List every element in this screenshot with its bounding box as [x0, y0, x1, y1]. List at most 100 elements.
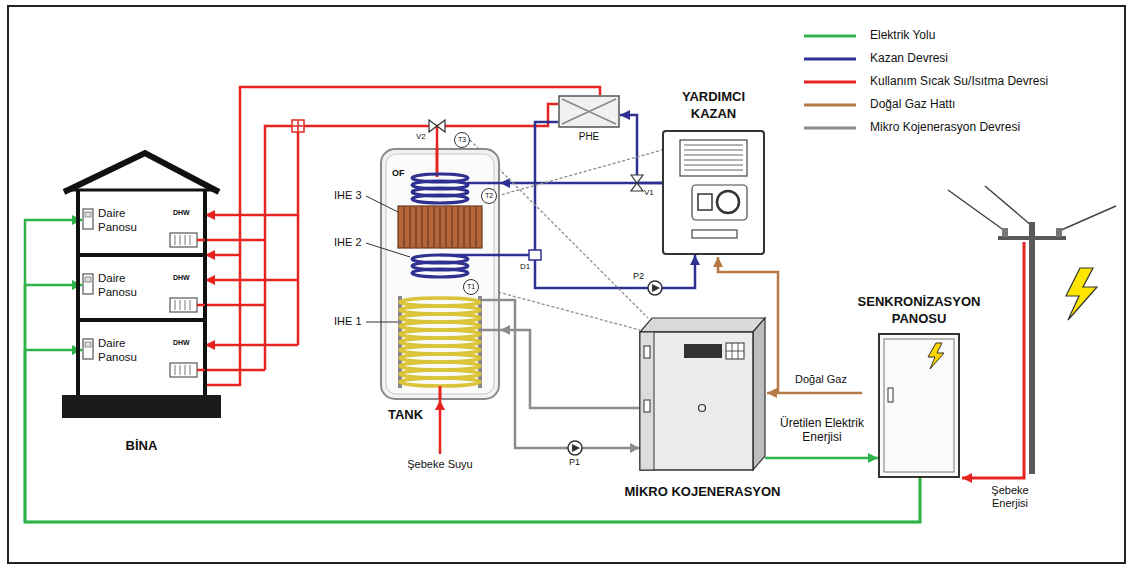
legend-text: Mikro Kojenerasyon Devresi: [870, 120, 1020, 134]
copper-exchanger: [457, 207, 459, 247]
radiator: [170, 363, 205, 377]
connectors: [25, 87, 920, 522]
radiator: [185, 235, 186, 245]
pipe-connector: [500, 330, 640, 408]
radiator: [170, 233, 205, 247]
radiator: [175, 365, 176, 375]
supply-label: Doğal Gaz: [795, 373, 847, 386]
sensor-circle: T1: [463, 279, 479, 295]
cogeneration-outline: [640, 332, 654, 470]
node-label: Daire Panosu: [98, 271, 150, 299]
copper-exchanger: [398, 206, 482, 248]
radiator: [170, 233, 197, 247]
heating-pipe: [206, 255, 240, 385]
copper-exchanger: [409, 207, 411, 247]
copper-exchanger: [427, 207, 429, 247]
power-pole: [985, 186, 1032, 226]
gas-line: [767, 392, 862, 395]
valve-symbol: [631, 175, 643, 191]
heating-pipe: [265, 126, 298, 370]
sync-panel-shape: [878, 333, 960, 478]
legend-text: Kullanım Sıcak Su/Isıtma Devresi: [870, 74, 1048, 88]
tank-outline: [381, 149, 499, 399]
tap-label: DHW: [173, 274, 190, 282]
valve-symbol: [429, 120, 445, 132]
radiator: [197, 369, 205, 372]
pump-symbol: [648, 281, 662, 295]
node-label: MİKRO KOJENERASYON: [610, 484, 795, 500]
hot-water-pipe: [205, 279, 298, 282]
coil: [412, 195, 468, 203]
panel-outline: [888, 388, 893, 402]
cross-fitting: [292, 120, 304, 132]
diverter-symbol: [529, 250, 541, 260]
pipe-connector: [500, 300, 640, 448]
auxiliary-boiler-shape: [662, 130, 765, 255]
radiator: [185, 365, 186, 375]
power-pole: [1002, 228, 1008, 237]
pump-symbol: [568, 441, 582, 455]
panel-box: Daire Panosu: [82, 268, 153, 302]
panel-outline: [879, 334, 959, 477]
cross-fitting: [293, 125, 303, 127]
panel-outline: [884, 339, 954, 472]
part-label: IHE 1: [334, 315, 362, 328]
power-pole: [1056, 228, 1062, 237]
radiator: [180, 300, 181, 310]
coil: [467, 182, 500, 185]
copper-exchanger: [451, 207, 453, 247]
lightning-bolt: [1066, 268, 1097, 320]
power-pole: [948, 186, 1116, 474]
building-outline: [62, 395, 221, 418]
heating-pipe: [206, 239, 265, 242]
exchanger-outline: [562, 99, 616, 124]
exchanger-outline: [559, 96, 619, 127]
pump-symbol: [652, 284, 660, 292]
pipe-connector: [205, 87, 600, 255]
copper-exchanger: [439, 207, 441, 247]
leader-line: [366, 322, 398, 323]
legend-row: Kullanım Sıcak Su/Isıtma Devresi: [800, 74, 1100, 92]
building-outline: [78, 253, 205, 257]
node-label: Daire Panosu: [98, 206, 150, 234]
node-label: YARDIMCI KAZAN: [669, 88, 759, 122]
legend-swatch: [804, 35, 856, 38]
leader-line: [366, 196, 398, 212]
copper-exchanger: [445, 207, 447, 247]
panel-icon: [83, 274, 93, 294]
valve-label: V1: [644, 188, 654, 198]
node-label: Daire Panosu: [98, 336, 150, 364]
leader-line: [366, 196, 410, 322]
building-outline: [64, 153, 219, 192]
heating-pipe: [206, 304, 265, 307]
part-label: IHE 2: [334, 236, 362, 249]
legend-swatch-box: [800, 53, 860, 65]
boiler-outline: [663, 131, 764, 254]
exchanger-outline: [562, 99, 616, 124]
boiler-outline: [684, 165, 743, 166]
panel-box: Daire Panosu: [82, 333, 153, 367]
tank-outline: [386, 154, 494, 394]
boiler-outline: [680, 140, 747, 176]
copper-exchanger: [433, 207, 435, 247]
cogeneration-outline: [644, 346, 650, 358]
copper-exchanger: [421, 207, 423, 247]
supply-label: Şebeke Enerjisi: [975, 484, 1045, 510]
legend-text: Elektrik Yolu: [870, 28, 935, 42]
cogeneration-unit-shape: [640, 318, 765, 470]
cogeneration-outline: [640, 318, 765, 332]
coil: [412, 255, 500, 277]
tank-outline: [381, 149, 499, 399]
panel-icon: [83, 274, 93, 294]
legend-text: Kazan Devresi: [870, 51, 948, 65]
radiator: [175, 300, 176, 310]
solar-coil: [480, 299, 500, 302]
boiler-outline: [692, 185, 747, 220]
building-outline: [203, 190, 207, 395]
copper-exchanger: [415, 207, 417, 247]
legend-swatch-box: [800, 122, 860, 134]
grid-line: [962, 242, 1024, 478]
legend-swatch: [804, 104, 856, 107]
boiler-outline: [698, 194, 712, 210]
